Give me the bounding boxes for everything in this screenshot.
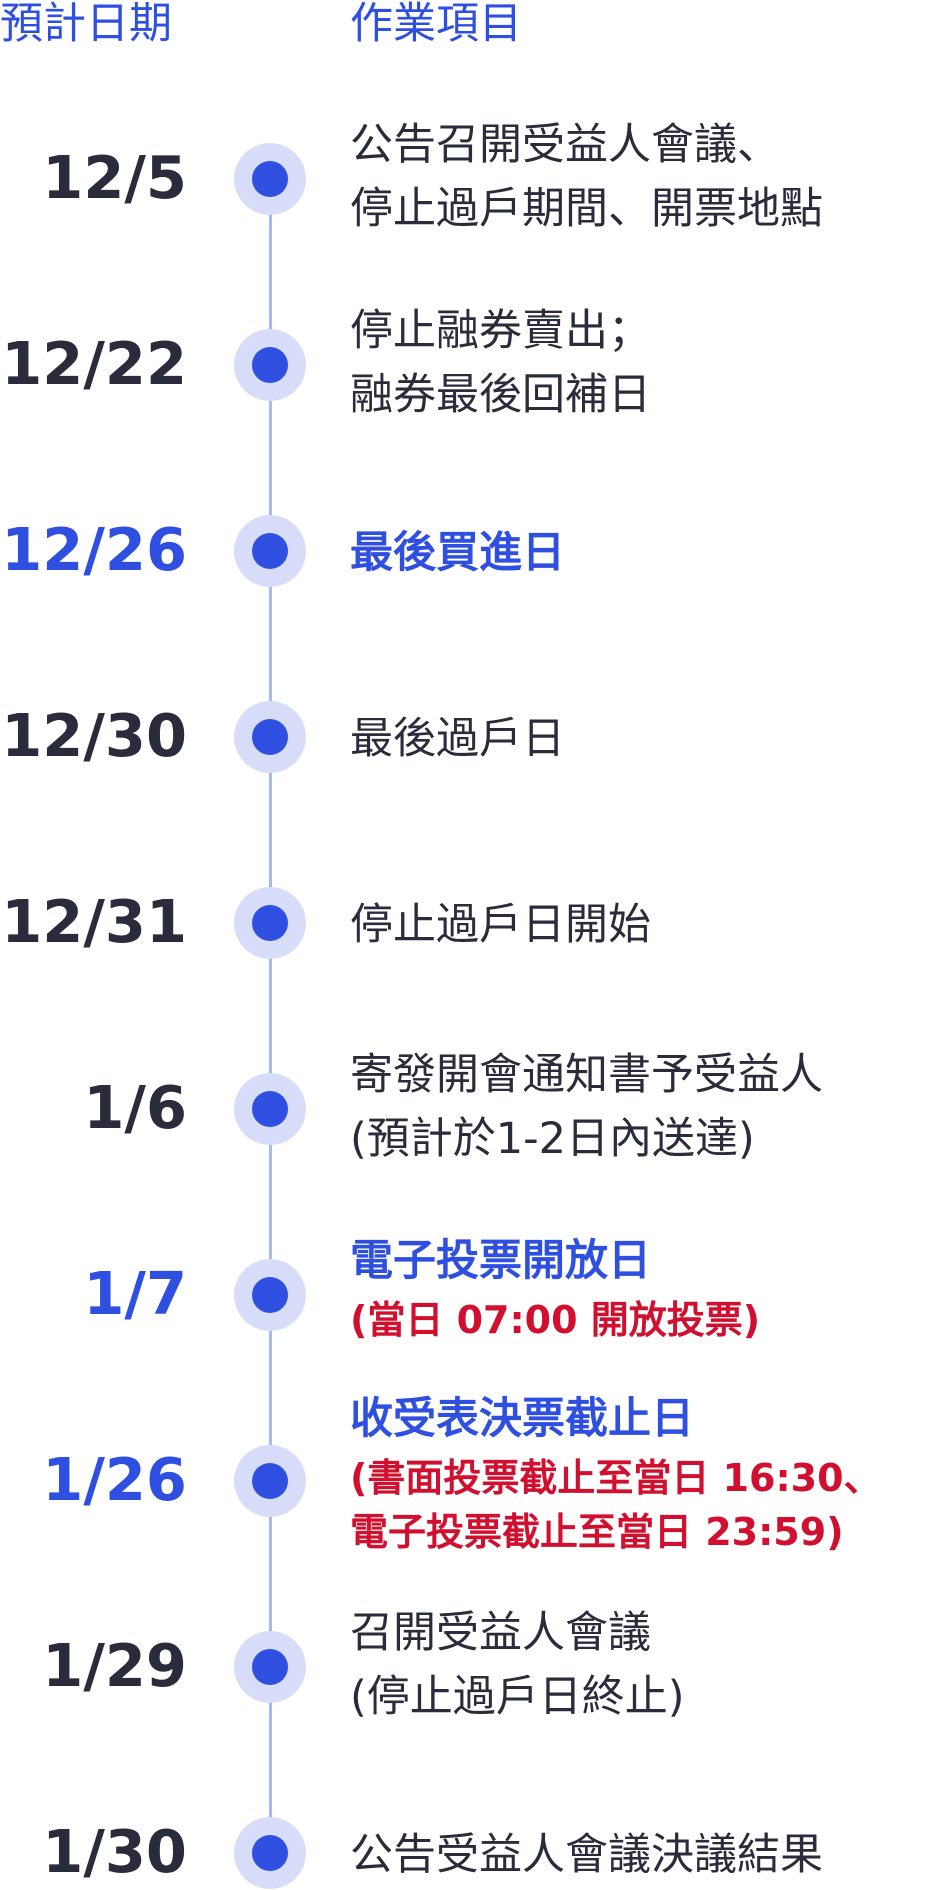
- row-task-notice: 電子投票截止至當日 23:59): [350, 1510, 844, 1554]
- row-task: 召開受益人會議 (停止過戶日終止): [350, 1601, 927, 1729]
- timeline-dot-icon: [234, 329, 306, 401]
- row-task-line: 公告受益人會議決議結果: [350, 1830, 823, 1880]
- row-task: 公告召開受益人會議、 停止過戶期間、開票地點: [350, 113, 927, 241]
- row-date: 1/26: [42, 1445, 187, 1514]
- row-date: 12/22: [1, 329, 187, 398]
- column-header-date: 預計日期: [0, 0, 172, 49]
- row-task: 停止過戶日開始: [350, 893, 927, 957]
- timeline-dot-icon: [234, 143, 306, 215]
- row-task-line: 最後過戶日: [350, 714, 565, 764]
- row-task-line: 最後買進日: [350, 528, 565, 578]
- timeline-dot-icon: [234, 1073, 306, 1145]
- timeline-dot-icon: [234, 1631, 306, 1703]
- row-task-line: 停止融券賣出；: [350, 306, 651, 356]
- timeline-dot-icon: [234, 1817, 306, 1889]
- row-date: 12/5: [42, 143, 187, 212]
- row-task-line: 停止過戶日開始: [350, 900, 651, 950]
- row-task: 收受表決票截止日 (書面投票截止至當日 16:30、 電子投票截止至當日 23:…: [350, 1387, 927, 1559]
- row-task: 公告受益人會議決議結果: [350, 1823, 927, 1887]
- row-date: 12/31: [1, 887, 187, 956]
- row-date: 1/6: [83, 1073, 187, 1142]
- row-task-line: 召開受益人會議: [350, 1608, 651, 1658]
- column-header-task: 作業項目: [350, 0, 522, 49]
- row-date: 12/26: [1, 515, 187, 584]
- row-task: 最後買進日: [350, 521, 927, 585]
- row-task-line: 停止過戶期間、開票地點: [350, 184, 823, 234]
- row-date: 1/29: [42, 1631, 187, 1700]
- timeline-dot-icon: [234, 1259, 306, 1331]
- timeline-line: [269, 178, 272, 1854]
- row-date: 12/30: [1, 701, 187, 770]
- row-task-notice: (當日 07:00 開放投票): [350, 1298, 761, 1342]
- row-task-line: 電子投票開放日: [350, 1236, 651, 1286]
- timeline-dot-icon: [234, 1445, 306, 1517]
- timeline-dot-icon: [234, 515, 306, 587]
- row-date: 1/7: [83, 1259, 187, 1328]
- row-task-line: 公告召開受益人會議、: [350, 120, 780, 170]
- timeline-dot-icon: [234, 701, 306, 773]
- row-task-line: (預計於1-2日內送達): [350, 1114, 755, 1164]
- row-task-line: 寄發開會通知書予受益人: [350, 1050, 823, 1100]
- row-task-line: (停止過戶日終止): [350, 1672, 685, 1722]
- row-task: 寄發開會通知書予受益人 (預計於1-2日內送達): [350, 1043, 927, 1171]
- row-date: 1/30: [42, 1817, 187, 1886]
- timeline-dot-icon: [234, 887, 306, 959]
- row-task-notice: (書面投票截止至當日 16:30、: [350, 1456, 882, 1500]
- row-task-line: 收受表決票截止日: [350, 1394, 694, 1444]
- row-task: 電子投票開放日 (當日 07:00 開放投票): [350, 1229, 927, 1347]
- row-task-line: 融券最後回補日: [350, 370, 651, 420]
- row-task: 停止融券賣出； 融券最後回補日: [350, 299, 927, 427]
- row-task: 最後過戶日: [350, 707, 927, 771]
